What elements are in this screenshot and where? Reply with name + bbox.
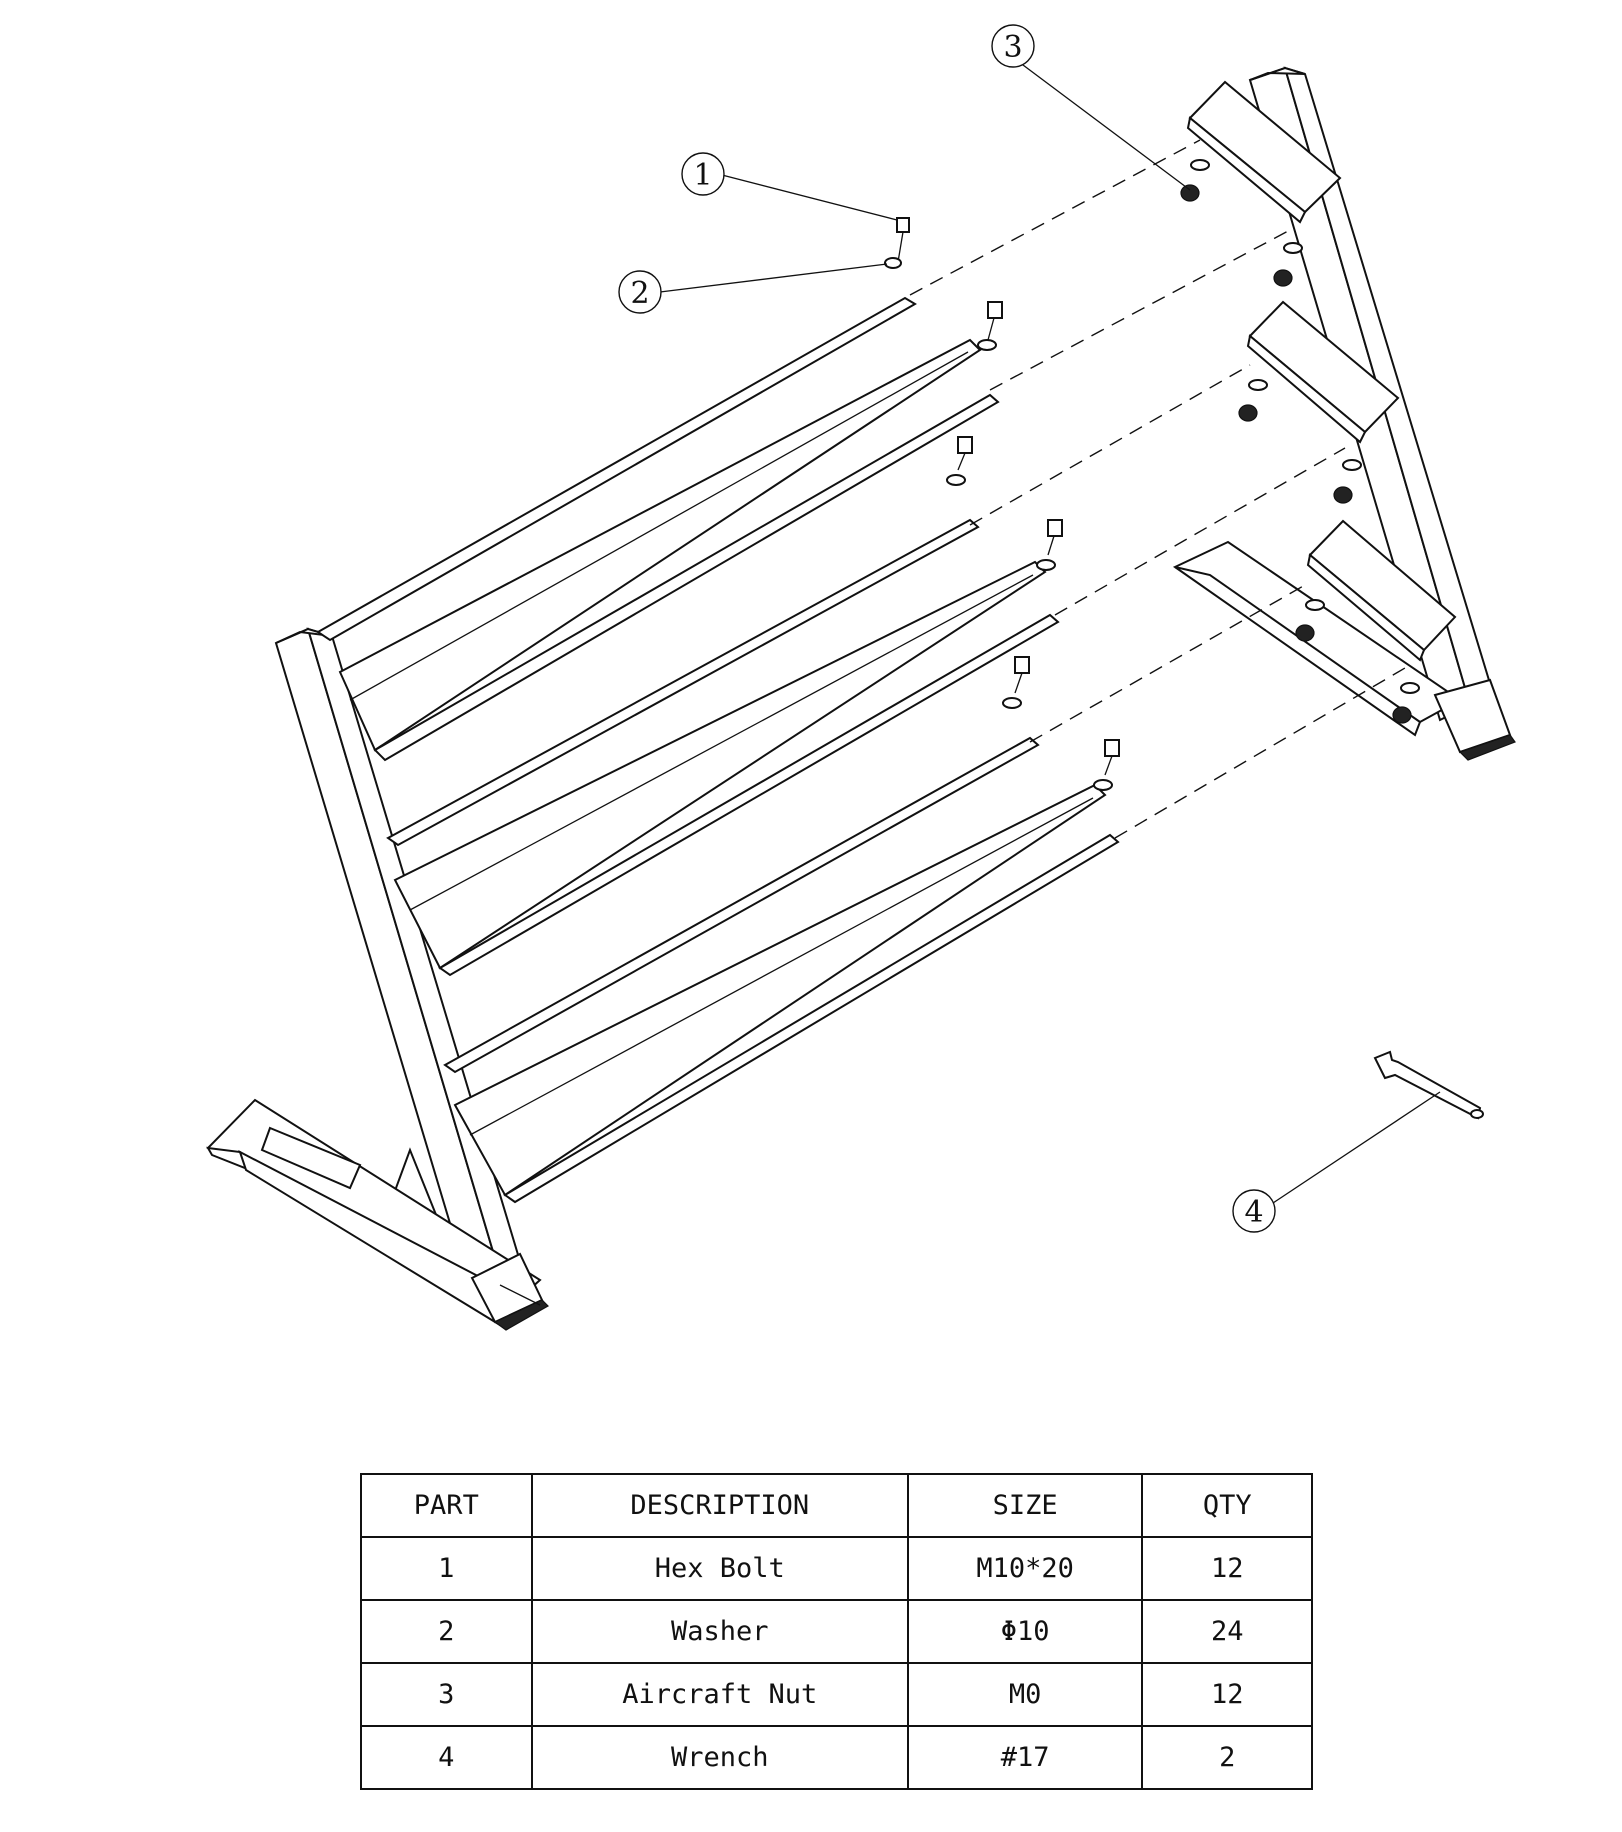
washer [977, 339, 997, 351]
washer [1036, 559, 1056, 571]
brand-plate [260, 1126, 362, 1190]
cell-description: Aircraft Nut [530, 1662, 909, 1727]
cell-size: M0 [906, 1662, 1144, 1727]
hex-bolt [1047, 519, 1063, 556]
callout-1: 1 [681, 152, 725, 196]
cell-description: Hex Bolt [530, 1536, 909, 1601]
cell-description: Washer [530, 1599, 909, 1664]
header-size: SIZE [906, 1473, 1144, 1538]
cell-size: #17 [906, 1725, 1144, 1790]
right-bracket-top [1186, 80, 1342, 224]
header-qty: QTY [1141, 1473, 1313, 1538]
hex-bolt [1104, 739, 1120, 776]
washer [1093, 779, 1113, 791]
callout-4: 4 [1232, 1189, 1276, 1233]
cell-part: 2 [360, 1599, 533, 1664]
right-bracket-middle [1246, 300, 1400, 444]
cell-qty: 12 [1141, 1662, 1313, 1727]
callout-3-label: 3 [1003, 30, 1022, 65]
right-bracket-bottom [1306, 519, 1457, 662]
cell-part: 1 [360, 1536, 533, 1601]
cell-qty: 12 [1141, 1536, 1313, 1601]
table-row: 1 Hex Bolt M10*20 12 [360, 1536, 1313, 1601]
cell-part: 3 [360, 1662, 533, 1727]
exploded-assembly-diagram: 1 2 3 4 [206, 24, 1516, 1331]
callout-2-label: 2 [630, 276, 649, 311]
shelf-top [316, 296, 1000, 762]
cell-qty: 24 [1141, 1599, 1313, 1664]
table-row: 2 Washer Φ10 24 [360, 1599, 1313, 1664]
callout-4-label: 4 [1244, 1195, 1263, 1230]
nut-set [1180, 159, 1420, 724]
hex-bolt [957, 436, 973, 471]
washer [1002, 697, 1022, 709]
washer [946, 474, 966, 486]
header-part: PART [360, 1473, 533, 1538]
header-description: DESCRIPTION [530, 1473, 909, 1538]
cell-qty: 2 [1141, 1725, 1313, 1790]
hex-bolt [896, 217, 910, 263]
callout-2: 2 [618, 270, 662, 314]
cell-part: 4 [360, 1725, 533, 1790]
callout-3: 3 [991, 24, 1035, 68]
shelf-bottom [443, 736, 1120, 1204]
cell-description: Wrench [530, 1725, 909, 1790]
wrench [1373, 1050, 1484, 1120]
left-base [206, 1098, 549, 1331]
shelf-middle [386, 518, 1060, 977]
right-base [1172, 540, 1516, 761]
hex-bolt [1014, 656, 1030, 694]
table-row: 4 Wrench #17 2 [360, 1725, 1313, 1790]
washer [884, 257, 902, 269]
table-header-row: PART DESCRIPTION SIZE QTY [360, 1473, 1313, 1538]
hex-bolt [987, 301, 1003, 341]
leader-lines [659, 64, 1441, 1206]
table-row: 3 Aircraft Nut M0 12 [360, 1662, 1313, 1727]
cell-size: M10*20 [906, 1536, 1144, 1601]
parts-table: PART DESCRIPTION SIZE QTY 1 Hex Bolt M10… [360, 1473, 1313, 1790]
bolt-washer-set [884, 217, 1120, 791]
cell-size: Φ10 [906, 1599, 1144, 1664]
assembly-guide-lines [909, 139, 1406, 839]
callout-1-label: 1 [693, 158, 712, 193]
